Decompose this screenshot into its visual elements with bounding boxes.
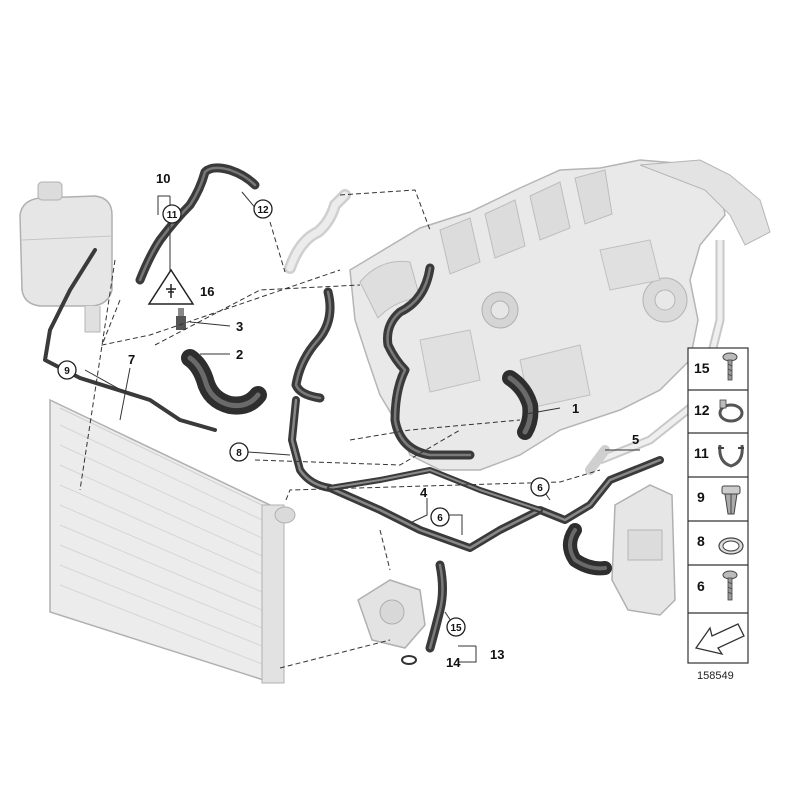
callout-1: 1	[572, 401, 579, 416]
parts-legend: 15 12 11 9 8 6	[687, 347, 749, 664]
callout-5: 5	[632, 432, 639, 447]
svg-text:8: 8	[236, 448, 242, 459]
circled-callout-15: 15	[446, 617, 466, 637]
hose-5-lower	[563, 523, 612, 576]
callout-labels: 1 2 3 4 5 7 10 13 14 16	[128, 171, 639, 670]
callout-14: 14	[446, 655, 461, 670]
direction-arrow-icon	[694, 623, 745, 656]
legend-num-9: 9	[697, 489, 705, 505]
circled-callout-8: 8	[229, 442, 249, 462]
callout-7: 7	[128, 352, 135, 367]
temperature-sensor	[176, 308, 186, 330]
legend-num-8: 8	[697, 533, 705, 549]
legend-num-6: 6	[697, 578, 705, 594]
thermostat-housing	[357, 579, 426, 649]
svg-text:11: 11	[167, 210, 178, 221]
ring-clamp-icon	[718, 537, 744, 555]
legend-num-11: 11	[694, 445, 709, 461]
reference-number: 158549	[697, 670, 734, 682]
svg-text:12: 12	[257, 205, 269, 216]
svg-text:9: 9	[64, 366, 70, 377]
circled-callouts: 11 12 9 8 6 6 15	[57, 199, 550, 637]
expansion-tank	[19, 181, 113, 333]
legend-num-15: 15	[694, 360, 710, 376]
o-ring	[401, 655, 417, 665]
expansion-rivet-icon	[721, 485, 741, 515]
screw-icon	[722, 352, 738, 381]
leader-lines	[79, 189, 601, 669]
svg-text:15: 15	[450, 623, 462, 634]
callout-2: 2	[236, 347, 243, 362]
radiator	[49, 398, 296, 684]
callout-3: 3	[236, 319, 243, 334]
circled-callout-12: 12	[253, 199, 273, 219]
legend-num-12: 12	[694, 402, 710, 418]
svg-text:6: 6	[437, 513, 443, 524]
circled-callout-6-left: 6	[430, 507, 450, 527]
callout-16: 16	[200, 284, 214, 299]
callout-4: 4	[420, 485, 428, 500]
circled-callout-11: 11	[162, 204, 182, 224]
callout-10: 10	[156, 171, 170, 186]
circled-callout-9: 9	[57, 360, 77, 380]
circled-callout-6-right: 6	[530, 477, 550, 497]
heater-return-pipe	[585, 445, 610, 475]
hoses	[43, 163, 664, 653]
svg-text:6: 6	[537, 483, 543, 494]
hose-clamp-icon	[718, 399, 744, 423]
screw-icon	[722, 570, 738, 601]
callout-13: 13	[490, 647, 504, 662]
spring-clip-icon	[718, 444, 744, 468]
auxiliary-bracket	[611, 484, 676, 616]
electrical-warning-icon	[147, 268, 195, 305]
